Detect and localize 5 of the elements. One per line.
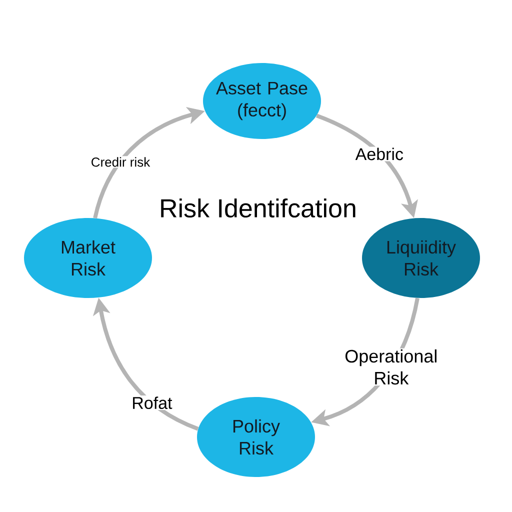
edge-label: Credir risk — [90, 156, 152, 168]
title: Risk Identifcation — [161, 198, 356, 218]
edge-label: Aebric — [354, 146, 404, 162]
edge-label: Rofat — [130, 396, 174, 410]
edge-label: Operational Risk — [342, 348, 440, 386]
